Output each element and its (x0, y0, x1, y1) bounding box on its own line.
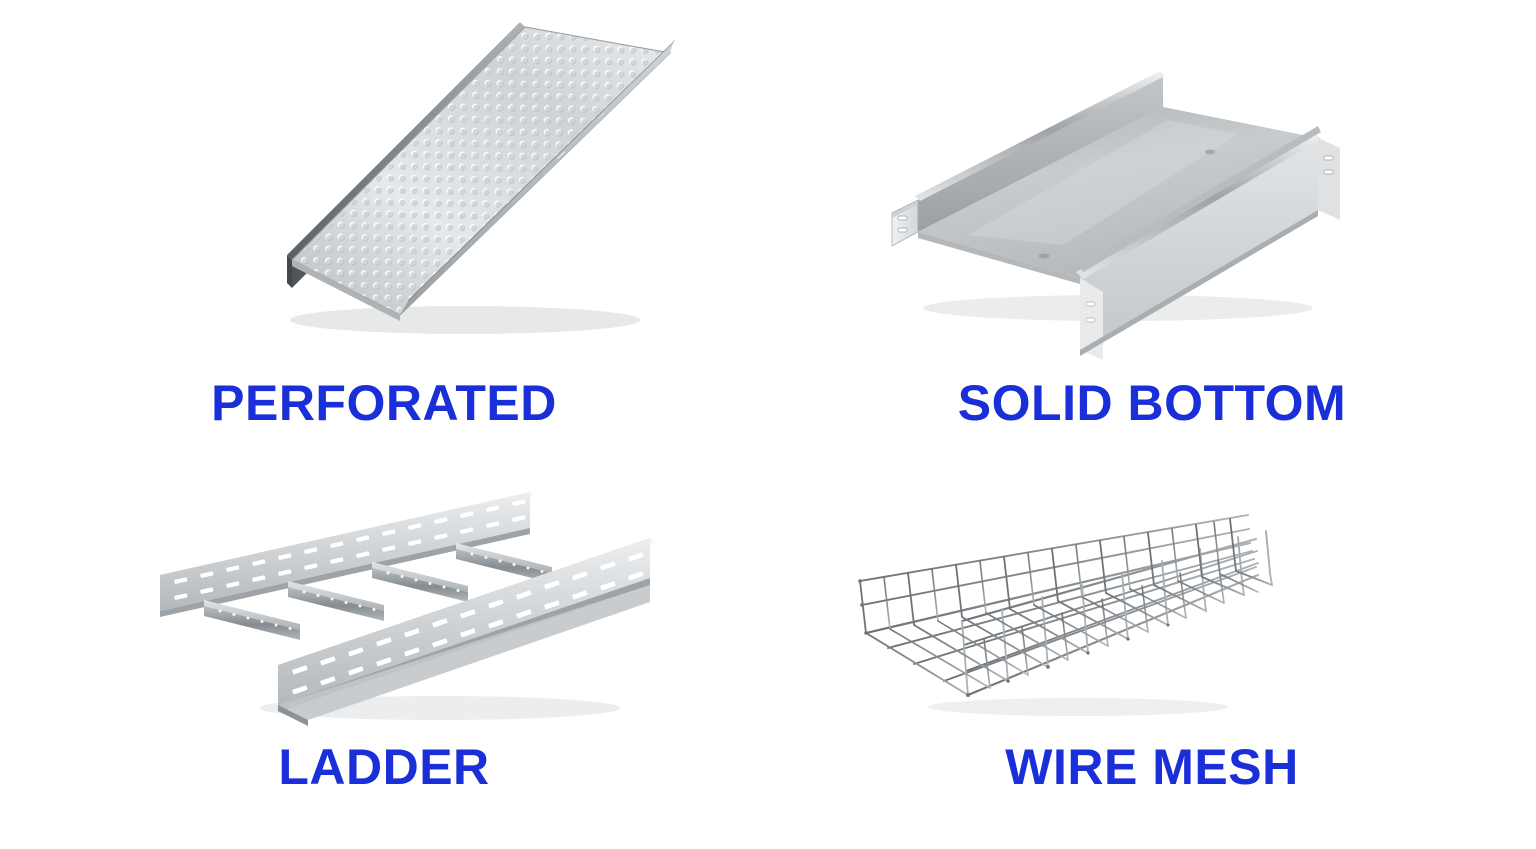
ladder-far-rail (160, 492, 535, 617)
product-cell-solid-bottom: SOLID BOTTOM (768, 0, 1536, 460)
product-cell-perforated: PERFORATED (0, 0, 768, 460)
product-cell-ladder: LADDER (0, 460, 768, 849)
wire-mesh-weld-nubs (858, 579, 1170, 697)
solid-bottom-mounting-slots (897, 215, 908, 233)
ladder-rungs (204, 543, 552, 640)
ladder-near-rail-slots (292, 552, 644, 695)
ladder-label: LADDER (278, 739, 490, 795)
solid-bottom-tray-image (818, 60, 1378, 360)
wire-mesh-label: WIRE MESH (1005, 739, 1299, 795)
perforated-label: PERFORATED (211, 375, 557, 431)
ladder-tray-image (140, 480, 680, 740)
product-cell-wire-mesh: WIRE MESH (768, 460, 1536, 849)
ladder-near-rail (278, 538, 656, 726)
wire-mesh-tray-image (848, 485, 1278, 735)
wire-mesh-grid (859, 514, 1274, 697)
perforated-tray-image (195, 15, 695, 365)
ladder-far-rail-slots (174, 499, 526, 600)
perforated-bottom-holes (292, 27, 670, 315)
solid-bottom-label: SOLID BOTTOM (957, 375, 1347, 431)
